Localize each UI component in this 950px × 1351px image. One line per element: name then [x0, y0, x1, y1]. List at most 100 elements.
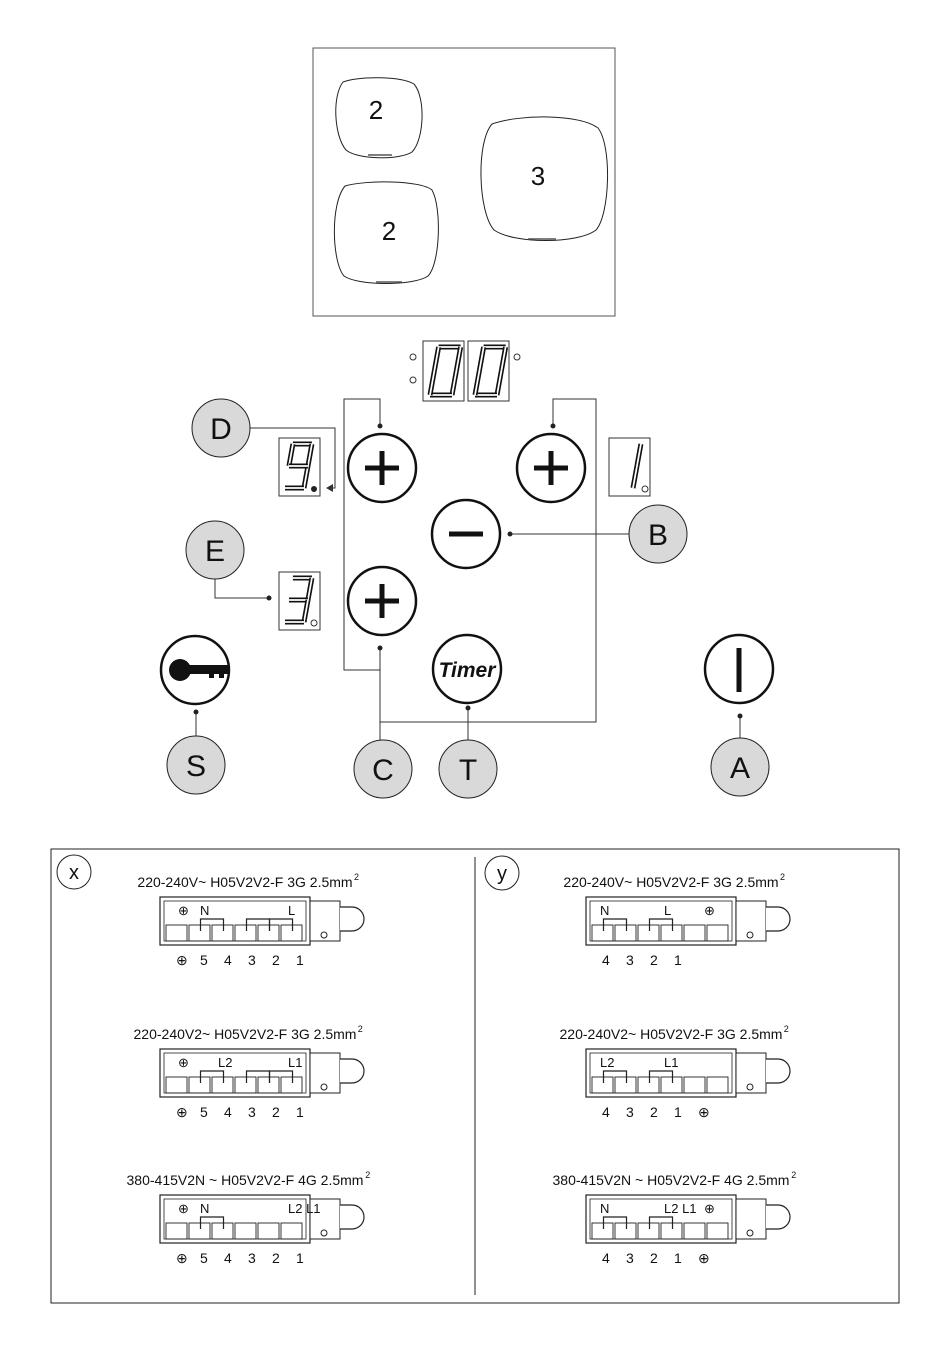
terminal-number: 3 [626, 952, 634, 968]
zone-2-label: 2 [369, 95, 383, 125]
cable-clamp [766, 1204, 791, 1230]
svg-text:D: D [210, 413, 232, 446]
minus-button[interactable] [430, 498, 502, 570]
terminal-number: 2 [272, 1104, 280, 1120]
wiring-spec-sup: 2 [791, 1170, 796, 1180]
wiring-frame [50, 848, 900, 1304]
svg-text:T: T [459, 754, 477, 787]
plus-button-zone-2[interactable] [346, 432, 418, 504]
display-d-dot [311, 486, 317, 492]
display-d-digit [285, 441, 315, 491]
connector-dots [193, 423, 743, 719]
timer-dot-right [513, 353, 521, 361]
screw-terminal [234, 924, 257, 942]
wiring-spec-label: 220-240V2~ H05V2V2-F 3G 2.5mm [134, 1026, 357, 1042]
timer-button[interactable]: Timer [431, 633, 503, 705]
bridge-link [199, 1070, 225, 1083]
screw-terminal [280, 1076, 303, 1094]
power-button[interactable] [703, 633, 775, 705]
hob-top-view: 2 2 3 [312, 47, 616, 317]
bridge-link [648, 1070, 674, 1083]
terminal-number: ⊕ [176, 1250, 188, 1266]
screw-terminal [614, 1222, 637, 1240]
svg-text:C: C [372, 754, 394, 787]
callout-c: C [353, 739, 413, 799]
plus-icon [365, 584, 399, 618]
bridge-link [268, 918, 294, 931]
terminal-number: ⊕ [176, 1104, 188, 1120]
bridge-link [602, 918, 628, 931]
timer-digit-2-frame [467, 340, 510, 402]
key-icon [169, 659, 228, 681]
timer-digit-2 [472, 344, 509, 398]
screw-terminal [683, 1222, 706, 1240]
screw-terminal [637, 924, 660, 942]
timer-button-label: Timer [439, 659, 498, 682]
zone-1-outline [333, 181, 439, 284]
screw-terminal [257, 924, 280, 942]
screw-terminal [211, 924, 234, 942]
terminal-top-label: ⊕ [178, 1201, 189, 1216]
screw-terminal [257, 1076, 280, 1094]
svg-text:y: y [497, 863, 507, 885]
screw-terminal [706, 1076, 729, 1094]
display-right-dot [641, 485, 649, 493]
svg-text:A: A [730, 752, 750, 785]
terminal-number: 4 [224, 1250, 232, 1266]
terminal-top-label: L [664, 903, 671, 918]
callout-d: D [191, 398, 251, 458]
screw-terminal [637, 1076, 660, 1094]
terminal-number: 1 [674, 1104, 682, 1120]
screw-terminal [234, 1222, 257, 1240]
display-right-frame [608, 437, 651, 497]
screw-terminal [683, 1076, 706, 1094]
screw-terminal [188, 1222, 211, 1240]
terminal-top-label: L1 [664, 1055, 678, 1070]
terminal-top-label: N [600, 903, 609, 918]
callout-d-arrow [326, 484, 333, 492]
wiring-spec-label: 380-415V2N ~ H05V2V2-F 4G 2.5mm [127, 1172, 364, 1188]
bridge-link [199, 918, 225, 931]
callout-t: T [438, 739, 498, 799]
wiring-spec-label: 220-240V2~ H05V2V2-F 3G 2.5mm [560, 1026, 783, 1042]
terminal-number: 1 [674, 1250, 682, 1266]
screw-terminal [280, 1222, 303, 1240]
terminal-number: 3 [248, 952, 256, 968]
terminal-number: 2 [650, 1104, 658, 1120]
plus-button-zone-1[interactable] [346, 565, 418, 637]
key-lock-button[interactable] [159, 634, 231, 706]
wiring-spec-label: 380-415V2N ~ H05V2V2-F 4G 2.5mm [553, 1172, 790, 1188]
screw-terminal [683, 924, 706, 942]
callout-b: B [628, 504, 688, 564]
timer-digit-1 [427, 344, 464, 398]
terminal-number: 4 [602, 952, 610, 968]
bridge-link [602, 1070, 628, 1083]
plus-icon [534, 451, 568, 485]
plus-button-zone-3[interactable] [515, 432, 587, 504]
screw-terminal [257, 1222, 280, 1240]
terminal-number: 1 [296, 1250, 304, 1266]
terminal-top-label: L2 L1 [664, 1201, 697, 1216]
wiring-spec-sup: 2 [354, 872, 359, 882]
timer-display [427, 344, 509, 398]
terminal-top-label: N [200, 903, 209, 918]
wiring-spec-sup: 2 [784, 1024, 789, 1034]
bridge-link [648, 1216, 674, 1229]
cable-clamp [766, 1058, 791, 1084]
terminal-number: ⊕ [698, 1250, 710, 1266]
bridge-link [602, 1216, 628, 1229]
cable-clamp [340, 906, 365, 932]
timer-dot-top-left [409, 353, 417, 361]
terminal-number: 1 [296, 952, 304, 968]
terminal-number: 2 [650, 1250, 658, 1266]
terminal-top-label: L2 L1 [288, 1201, 321, 1216]
screw-terminal [188, 1076, 211, 1094]
screw-terminal [165, 924, 188, 942]
svg-text:x: x [69, 862, 79, 884]
bridge-link [648, 918, 674, 931]
